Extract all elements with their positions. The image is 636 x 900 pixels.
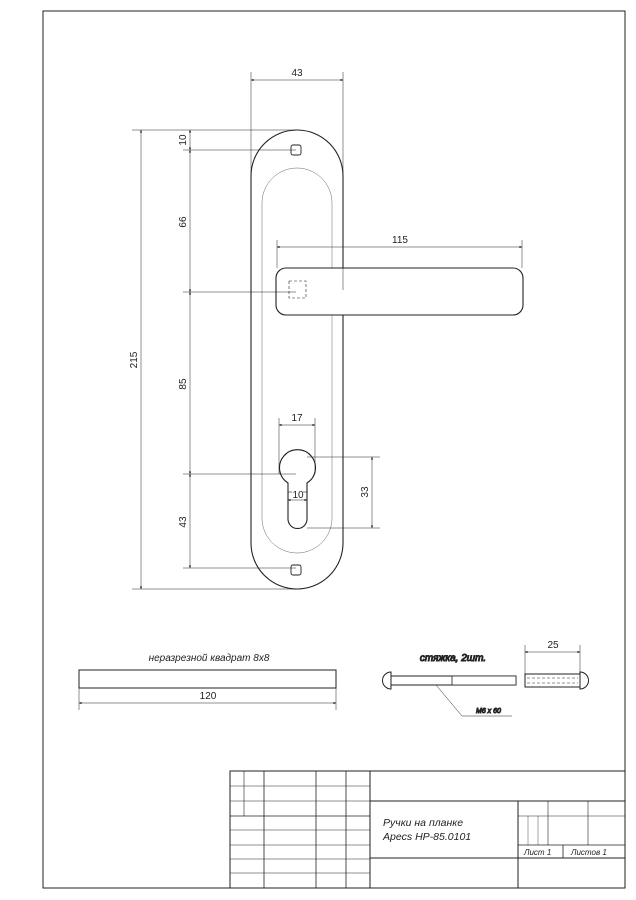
dim-screw-length: 25 xyxy=(547,640,559,651)
dimension-lines xyxy=(132,72,523,590)
sleeve-head xyxy=(579,671,589,690)
sleeve-body xyxy=(524,673,581,688)
title-block xyxy=(229,770,626,889)
dim-top-hole-offset: 10 xyxy=(178,134,189,146)
drawing-frame xyxy=(42,10,626,889)
dim-hole-to-spindle: 66 xyxy=(178,216,189,228)
square-caption: неразрезной квадрат 8х8 xyxy=(149,653,270,664)
screw-thread xyxy=(451,675,517,686)
handle-plate-view xyxy=(250,129,524,590)
hidden-square-socket xyxy=(288,280,307,299)
plate-inner-contour xyxy=(261,167,333,554)
screw-thread-label: М6 х 60 xyxy=(476,708,501,715)
cylinder-cutout xyxy=(278,449,317,530)
dim-lever-length: 115 xyxy=(392,235,408,246)
drawing-title-line1: Ручки на планке xyxy=(383,817,463,829)
dim-cylinder-slot-width: 10 xyxy=(292,490,304,501)
tie-screw-view: стяжка, 2шт. М6 х 60 xyxy=(382,645,589,717)
lever-outline xyxy=(275,267,524,316)
screw-head xyxy=(382,671,392,690)
dim-cylinder-diameter: 17 xyxy=(291,413,303,424)
dimension-values: 43 215 10 66 85 43 115 17 10 33 xyxy=(129,68,408,528)
drawing-title-line2: Apecs HP-85.0101 xyxy=(382,831,471,843)
sheets-total: Листов 1 xyxy=(570,848,607,857)
sheet-number: Лист 1 xyxy=(523,848,551,857)
dim-square-length: 120 xyxy=(200,691,217,702)
bottom-mounting-hole xyxy=(290,564,302,576)
dim-spindle-to-cylinder: 85 xyxy=(178,378,189,390)
screw-caption: стяжка, 2шт. xyxy=(420,653,486,664)
dim-cylinder-to-bottom-hole: 43 xyxy=(178,516,189,528)
dim-cylinder-height: 33 xyxy=(360,486,371,498)
square-bar-view: неразрезной квадрат 8х8 120 xyxy=(78,653,337,710)
dim-total-height: 215 xyxy=(129,351,140,368)
square-bar-outline xyxy=(78,669,337,689)
dim-plate-width: 43 xyxy=(291,68,303,79)
